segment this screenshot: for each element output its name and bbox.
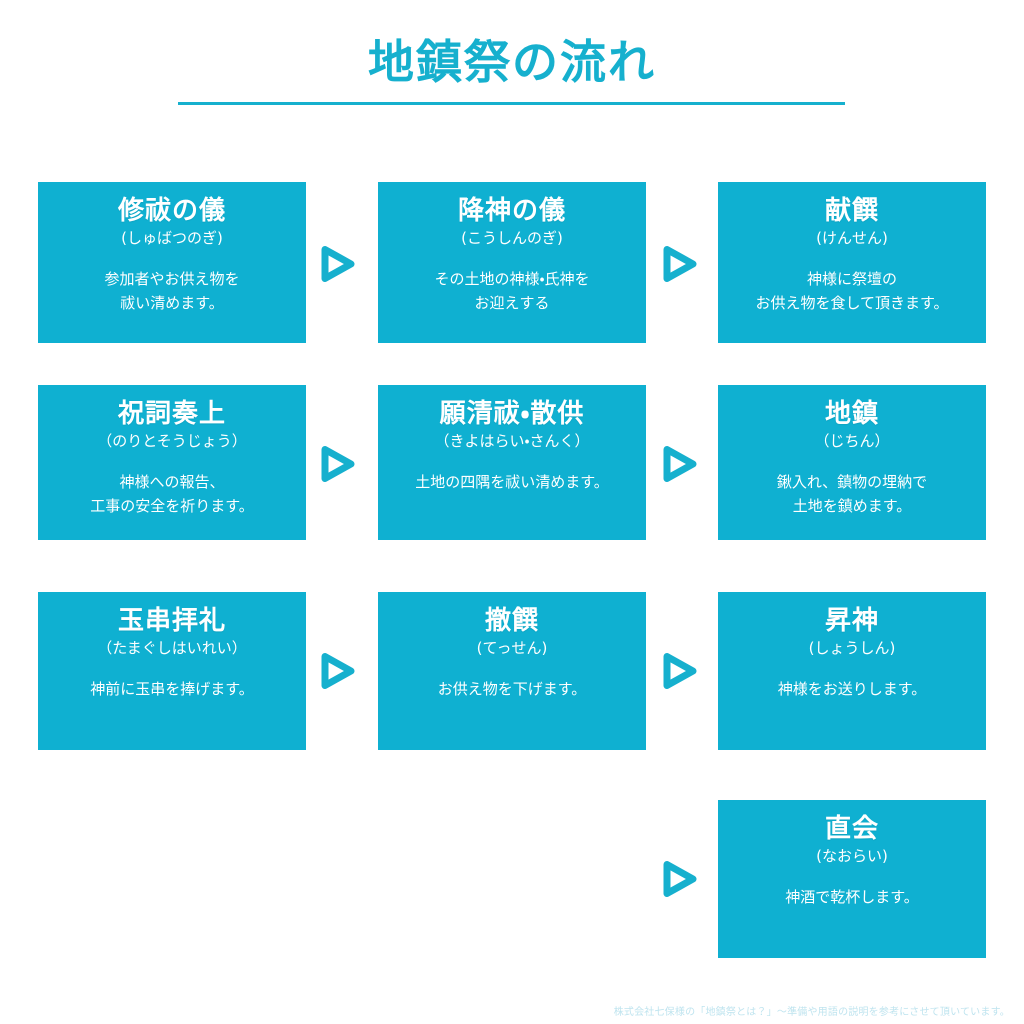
step-title: 撤饌 [484, 606, 539, 636]
arrow-step5-to-step6 [655, 440, 701, 488]
page-title: 地鎮祭の流れ [0, 36, 1024, 89]
step-description: 神前に玉串を捧げます。 [90, 679, 254, 698]
step-box-6[interactable]: 地鎮 （じちん） 鍬入れ、鎮物の埋納で 土地を鎮めます。 [718, 385, 986, 540]
step-description: 神様への報告、 工事の安全を祈ります。 [90, 472, 254, 515]
title-underline-rule [178, 102, 845, 105]
step-title: 祝詞奏上 [117, 399, 226, 429]
arrow-step4-to-step5 [313, 440, 359, 488]
step-description: 神様に祭壇の お供え物を食して頂きます。 [755, 269, 949, 312]
step-box-1[interactable]: 修祓の儀 (しゅばつのぎ) 参加者やお供え物を 祓い清めます。 [38, 182, 306, 343]
step-box-7[interactable]: 玉串拝礼 （たまぐしはいれい） 神前に玉串を捧げます。 [38, 592, 306, 750]
step-title: 修祓の儀 [117, 196, 226, 226]
step-description: 神様をお送りします。 [777, 679, 927, 698]
arrow-step9-to-step10 [655, 855, 701, 903]
step-title: 地鎮 [824, 399, 879, 429]
step-title: 降神の儀 [457, 196, 566, 226]
page-title-text: 地鎮祭の流れ [368, 35, 656, 89]
step-title: 願清祓・散供 [439, 399, 585, 429]
step-box-2[interactable]: 降神の儀 (こうしんのぎ) その土地の神様・氏神を お迎えする [378, 182, 646, 343]
step-box-5[interactable]: 願清祓・散供 （きよはらい・さんく） 土地の四隅を祓い清めます。 [378, 385, 646, 540]
step-reading: （きよはらい・さんく） [434, 431, 590, 450]
step-title: 直会 [824, 814, 879, 844]
step-description: お供え物を下げます。 [437, 679, 587, 698]
step-title: 玉串拝礼 [117, 606, 226, 636]
step-reading: （じちん） [814, 431, 890, 450]
step-reading: (こうしんのぎ) [461, 228, 563, 247]
step-reading: （たまぐしはいれい） [97, 638, 247, 657]
step-description: その土地の神様・氏神を お迎えする [434, 269, 590, 312]
step-description: 土地の四隅を祓い清めます。 [415, 472, 609, 491]
step-reading: （のりとそうじょう） [97, 431, 247, 450]
step-box-9[interactable]: 昇神 (しょうしん) 神様をお送りします。 [718, 592, 986, 750]
step-description: 鍬入れ、鎮物の埋納で 土地を鎮めます。 [776, 472, 928, 515]
arrow-step7-to-step8 [313, 647, 359, 695]
arrow-step8-to-step9 [655, 647, 701, 695]
step-box-3[interactable]: 献饌 (けんせん) 神様に祭壇の お供え物を食して頂きます。 [718, 182, 986, 343]
step-reading: (なおらい) [816, 846, 888, 865]
step-description: 参加者やお供え物を 祓い清めます。 [104, 269, 240, 312]
step-reading: (けんせん) [816, 228, 888, 247]
step-reading: (しゅばつのぎ) [121, 228, 223, 247]
step-description: 神酒で乾杯します。 [785, 887, 919, 906]
step-title: 昇神 [824, 606, 879, 636]
arrow-step2-to-step3 [655, 240, 701, 288]
footer-credit: 株式会社七保様の「地鎮祭とは？」〜準備や用語の説明を参考にさせて頂いています。 [613, 1007, 1010, 1018]
step-reading: (てっせん) [476, 638, 548, 657]
step-box-10[interactable]: 直会 (なおらい) 神酒で乾杯します。 [718, 800, 986, 958]
arrow-step1-to-step2 [313, 240, 359, 288]
step-reading: (しょうしん) [808, 638, 896, 657]
step-box-8[interactable]: 撤饌 (てっせん) お供え物を下げます。 [378, 592, 646, 750]
step-box-4[interactable]: 祝詞奏上 （のりとそうじょう） 神様への報告、 工事の安全を祈ります。 [38, 385, 306, 540]
step-title: 献饌 [824, 196, 879, 226]
